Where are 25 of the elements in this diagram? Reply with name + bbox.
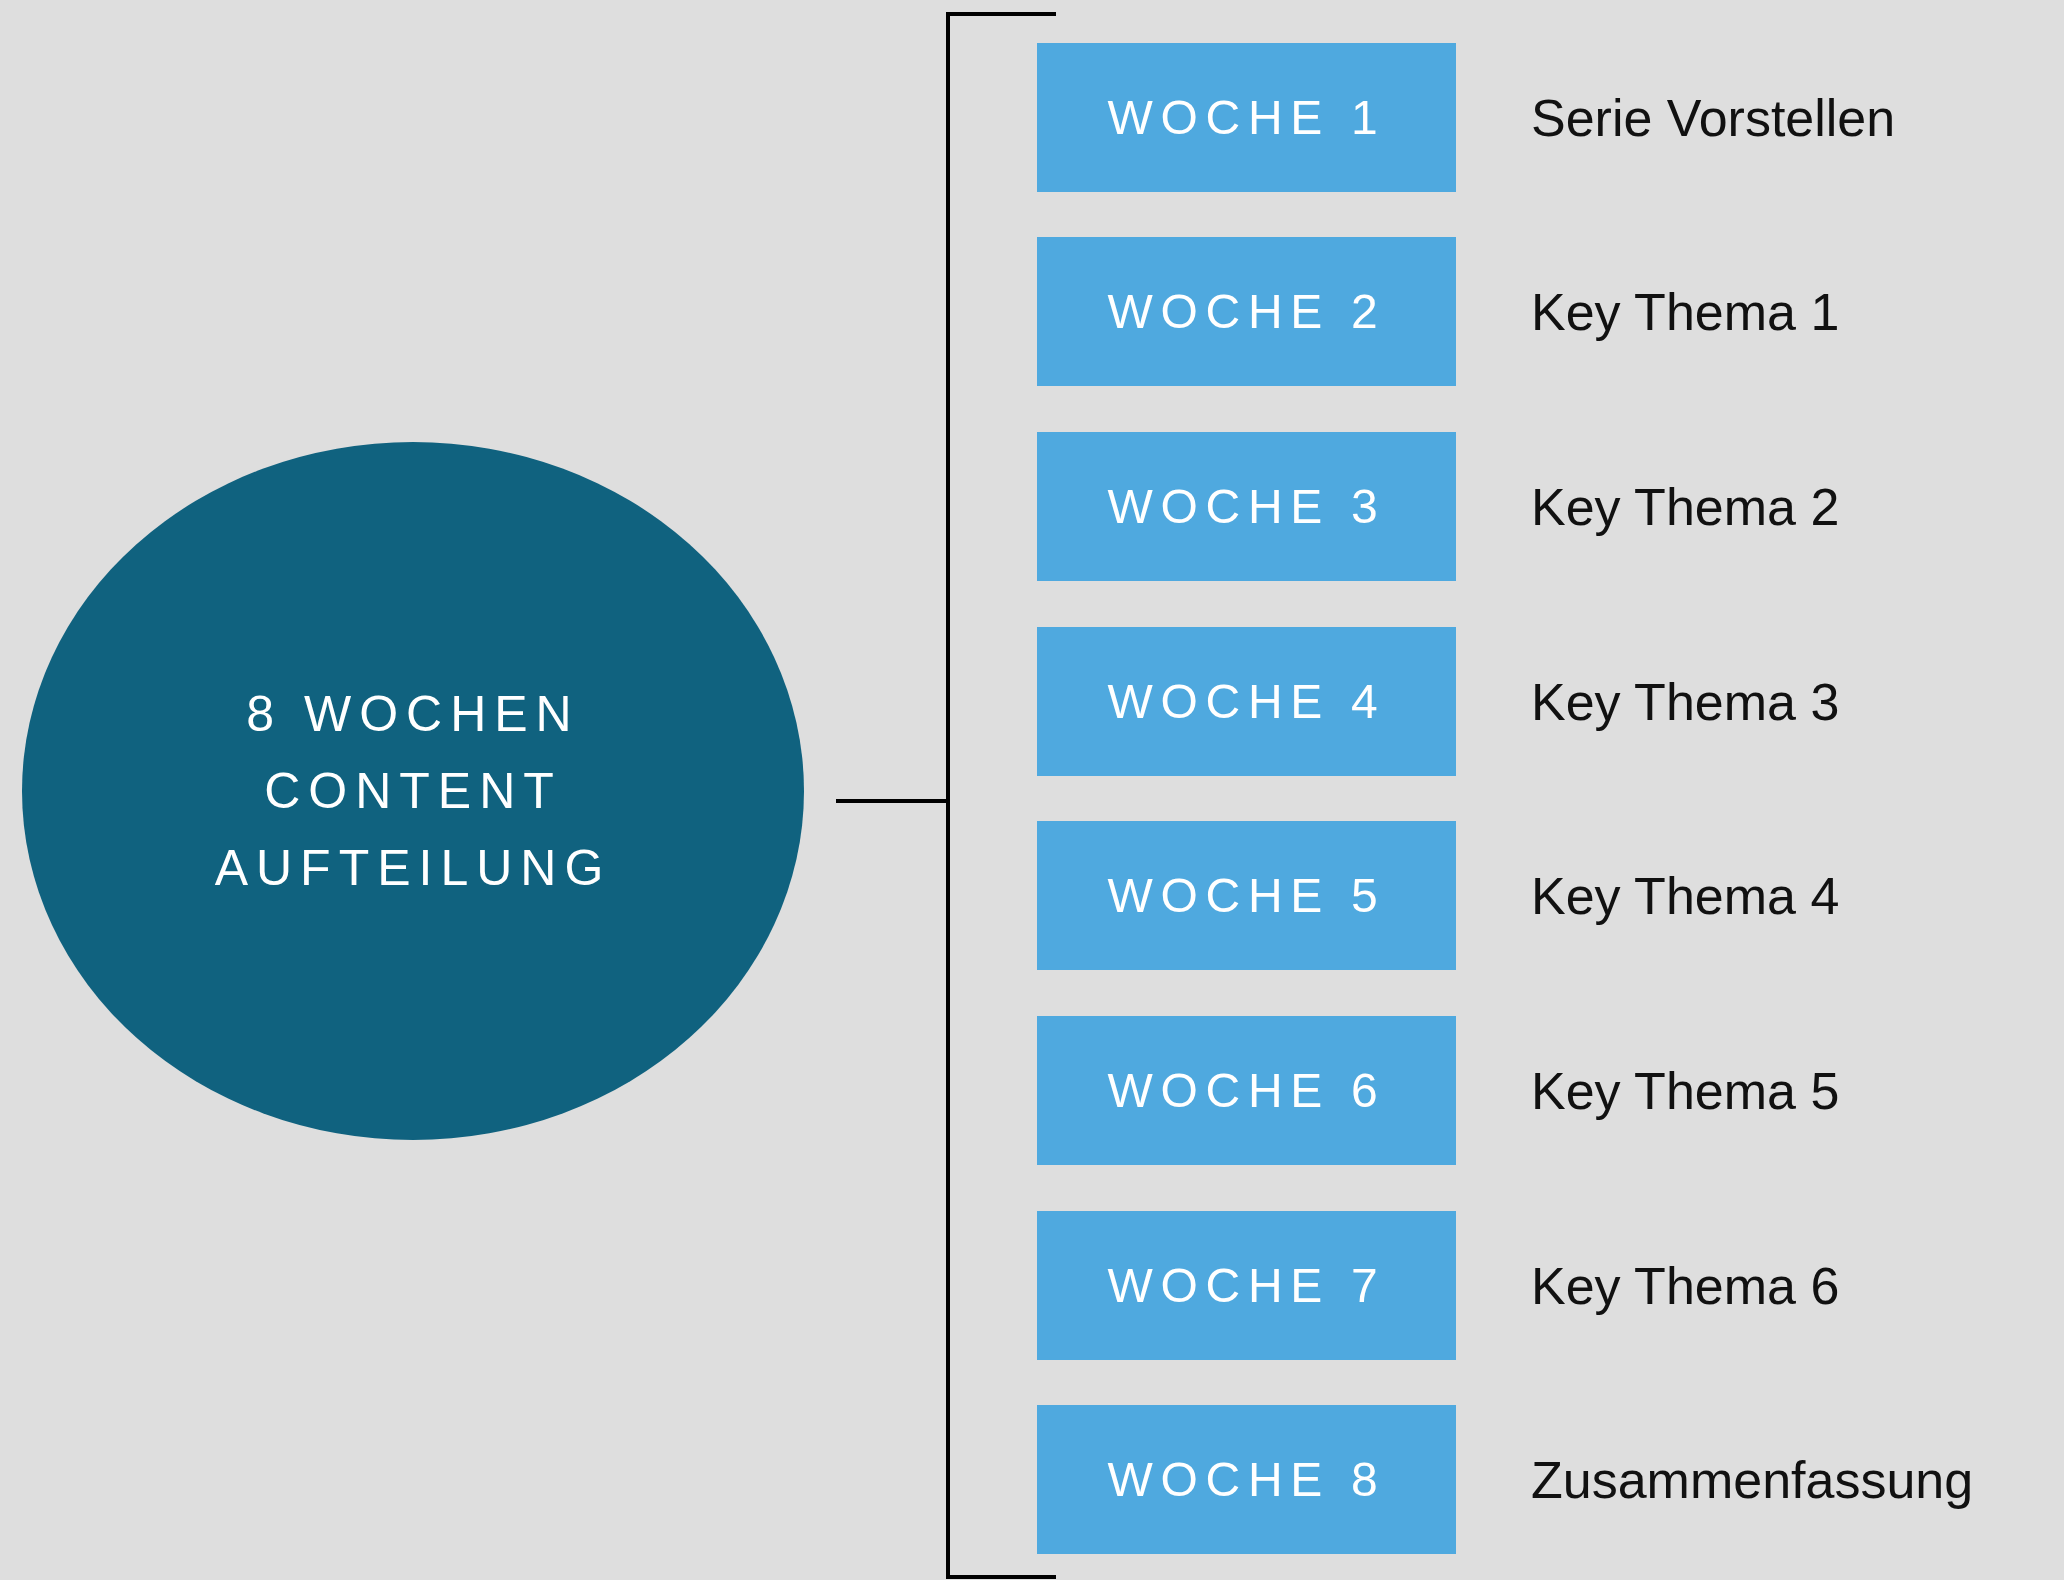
week-label: WOCHE 2 [1107,283,1386,340]
week-topic: Key Thema 3 [1531,671,1840,732]
week-box [1037,1405,1456,1554]
week-topic: Key Thema 2 [1531,476,1840,537]
week-label: WOCHE 6 [1107,1062,1386,1119]
week-topic: Zusammenfassung [1531,1449,1974,1510]
week-box [1037,821,1456,970]
week-label: WOCHE 8 [1107,1451,1386,1508]
week-label: WOCHE 5 [1107,867,1386,924]
week-box [1037,432,1456,581]
week-topic: Serie Vorstellen [1531,87,1896,148]
week-box [1037,1211,1456,1360]
week-topic: Key Thema 1 [1531,281,1840,342]
topic-title: 8 WOCHEN CONTENT AUFTEILUNG [213,684,613,898]
week-label: WOCHE 4 [1107,673,1386,730]
week-label: WOCHE 7 [1107,1257,1386,1314]
week-topic: Key Thema 5 [1531,1060,1840,1121]
week-label: WOCHE 1 [1107,89,1386,146]
week-box [1037,1016,1456,1165]
week-box [1037,627,1456,776]
week-label: WOCHE 3 [1107,478,1386,535]
week-box [1037,237,1456,386]
week-box [1037,43,1456,192]
week-topic: Key Thema 6 [1531,1255,1840,1316]
week-topic: Key Thema 4 [1531,865,1840,926]
